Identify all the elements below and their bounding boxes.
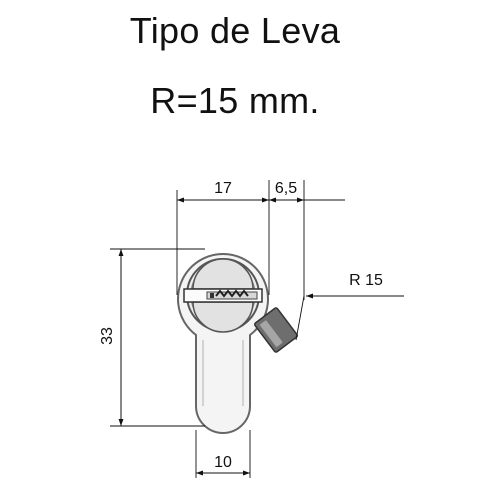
- dimension-6-5: 6,5: [269, 180, 345, 203]
- radius-callout: R 15: [306, 272, 404, 299]
- cam: [254, 307, 298, 353]
- radius-label: R 15: [349, 272, 383, 289]
- subtitle-radius: R=15 mm.: [150, 80, 320, 121]
- cam-block: [254, 307, 298, 353]
- dimension-label-6-5: 6,5: [275, 180, 297, 197]
- title: Tipo de Leva: [129, 10, 341, 51]
- dimension-33: 33: [99, 249, 124, 426]
- key-pins: [215, 289, 249, 298]
- dimension-label-17: 17: [214, 180, 232, 197]
- dimension-label-33: 33: [99, 327, 116, 345]
- slot-marker: [210, 293, 214, 298]
- cam-highlight: [259, 320, 283, 347]
- plug-top-half: [192, 258, 254, 290]
- dimension-10: 10: [196, 454, 250, 476]
- dimension-label-10: 10: [214, 454, 232, 471]
- plug-bottom-half: [192, 301, 254, 333]
- plug: [183, 258, 263, 333]
- dimension-17: 17: [177, 180, 269, 203]
